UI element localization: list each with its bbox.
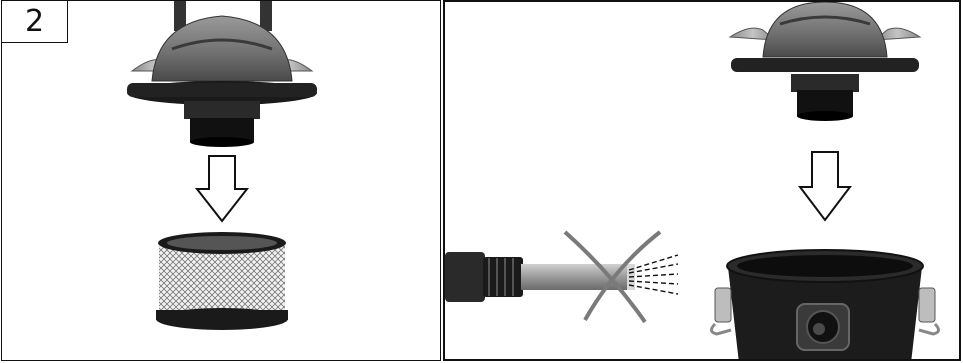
cartridge-filter-icon — [156, 232, 288, 330]
ash-container-icon — [711, 250, 938, 361]
left-illustration — [2, 1, 441, 361]
vacuum-head-icon — [730, 2, 920, 121]
hose-icon — [445, 252, 635, 302]
vacuum-head-icon — [127, 1, 317, 147]
air-jet-icon — [629, 255, 678, 294]
down-arrow-icon — [800, 152, 850, 220]
down-arrow-icon — [197, 156, 247, 221]
right-illustration — [445, 2, 961, 361]
left-panel: 2 — [1, 0, 441, 361]
right-panel — [443, 0, 961, 361]
